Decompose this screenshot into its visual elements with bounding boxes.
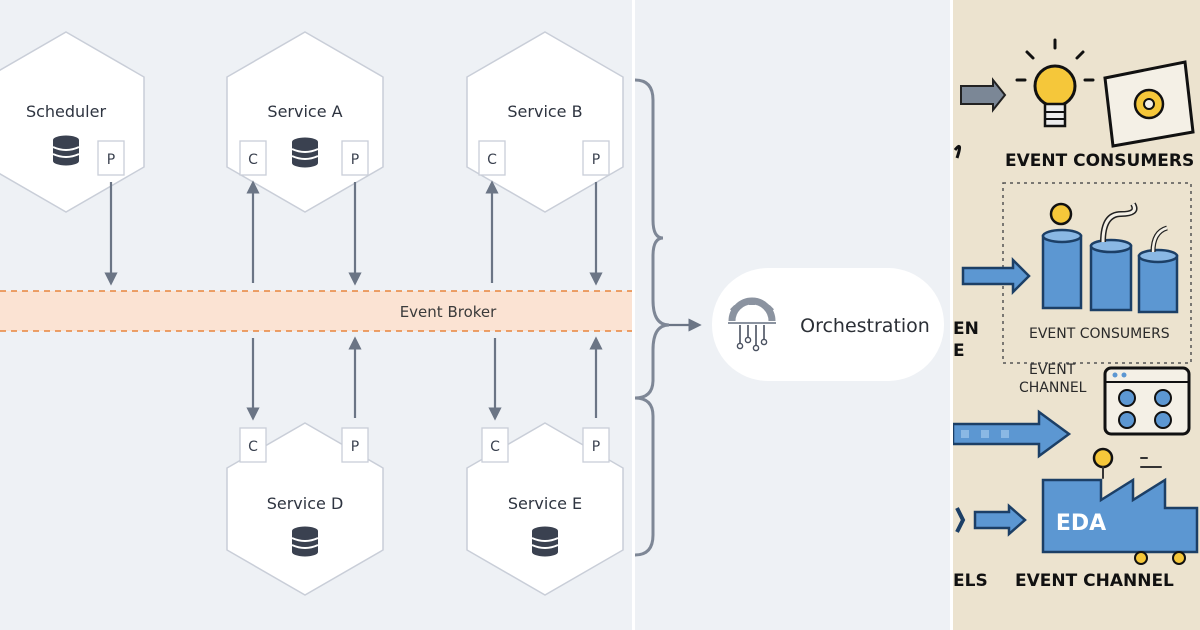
mid-input-arrow	[961, 256, 1031, 296]
gear-screen-icon	[1103, 60, 1195, 148]
service-e-database-icon	[531, 525, 559, 558]
service-b-port-c: C	[478, 140, 506, 176]
eda-sketch-illustration: EVENT CONSUMERS EN E EVENT CONSUMERS EVE…	[953, 0, 1200, 630]
eda-box-label: EDA	[1056, 511, 1106, 536]
service-a-port-c-label: C	[248, 152, 258, 168]
orchestration-pill	[712, 268, 944, 381]
scheduler-node[interactable]: Scheduler P	[0, 31, 145, 213]
event-channel-arrow	[953, 409, 1072, 459]
service-e-node[interactable]: C P Service E	[466, 422, 624, 596]
lightbulb-icon	[1015, 38, 1095, 128]
service-a-port-p-label: P	[351, 152, 359, 168]
service-a-port-c: C	[239, 140, 267, 176]
service-e-port-c: C	[481, 427, 509, 463]
service-d-hexagon	[226, 422, 384, 596]
service-d-node[interactable]: C P Service D	[226, 422, 384, 596]
event-consumers-mid-label: EVENT CONSUMERS	[1029, 326, 1170, 342]
control-panel-icon	[1103, 366, 1191, 436]
service-e-port-c-label: C	[490, 439, 500, 455]
service-a-hexagon	[226, 31, 384, 213]
service-d-database-icon	[291, 525, 319, 558]
service-d-title: Service D	[267, 494, 344, 513]
cut-els-label: ELS	[953, 571, 988, 591]
service-e-port-p: P	[582, 427, 610, 463]
orchestration-label: Orchestration	[800, 315, 930, 337]
scheduler-port-p: P	[97, 140, 125, 176]
service-d-port-p-label: P	[351, 439, 359, 455]
service-e-port-p-label: P	[592, 439, 600, 455]
scheduler-hexagon	[0, 31, 145, 213]
service-d-port-c-label: C	[248, 439, 258, 455]
upper-arrows	[104, 180, 603, 286]
panel-divider-left	[632, 0, 635, 630]
event-broker-band: Event Broker	[0, 290, 632, 332]
orchestration-svg: Orchestration	[635, 78, 944, 557]
service-a-database-icon	[291, 136, 319, 169]
service-d-port-c: C	[239, 427, 267, 463]
event-channel-mid-line1: EVENT	[1029, 362, 1076, 378]
event-consumers-top-label: EVENT CONSUMERS	[1005, 151, 1194, 171]
service-a-port-p: P	[341, 140, 369, 176]
service-b-port-p-label: P	[592, 152, 600, 168]
gear-circuit-icon	[728, 297, 776, 352]
decorative-marks	[1092, 447, 1162, 479]
service-b-title: Service B	[507, 102, 582, 121]
service-b-hexagon	[466, 31, 624, 213]
event-broker-diagram-svg: Event Broker Scheduler P Service A C P	[0, 31, 632, 596]
service-a-title: Service A	[267, 102, 342, 121]
scheduler-port-p-label: P	[107, 152, 115, 168]
database-cylinders-icon	[1041, 202, 1179, 314]
service-b-port-c-label: C	[487, 152, 497, 168]
service-b-port-p: P	[582, 140, 610, 176]
event-broker-diagram: Event Broker Scheduler P Service A C P	[0, 31, 632, 596]
service-b-node[interactable]: Service B C P	[466, 31, 624, 213]
orchestration-node[interactable]: Orchestration	[712, 268, 944, 381]
cut-en-label: EN	[953, 319, 979, 339]
event-channel-bottom-label: EVENT CHANNEL	[1015, 571, 1174, 591]
service-d-port-p: P	[341, 427, 369, 463]
brace-upper	[635, 78, 670, 400]
left-cut-shape	[953, 144, 962, 159]
scheduler-database-icon	[52, 134, 80, 167]
factory-icon: EDA	[1041, 477, 1199, 565]
scheduler-title: Scheduler	[26, 102, 107, 121]
brace-lower	[635, 396, 655, 557]
event-channel-mid-line2: CHANNEL	[1019, 380, 1087, 396]
left-chevron	[955, 507, 966, 533]
service-a-node[interactable]: Service A C P	[226, 31, 384, 213]
event-broker-fill	[0, 291, 632, 331]
orchestration-panel: Orchestration	[635, 0, 950, 630]
panel-divider-right	[950, 0, 953, 630]
eda-sketch-svg: EVENT CONSUMERS EN E EVENT CONSUMERS EVE…	[953, 0, 1200, 630]
top-input-arrow	[960, 77, 1007, 113]
lower-input-arrow	[973, 503, 1027, 537]
lower-arrows	[246, 336, 603, 421]
cut-e-label: E	[953, 341, 965, 361]
service-e-hexagon	[466, 422, 624, 596]
service-e-title: Service E	[508, 494, 582, 513]
event-broker-label: Event Broker	[400, 303, 497, 321]
